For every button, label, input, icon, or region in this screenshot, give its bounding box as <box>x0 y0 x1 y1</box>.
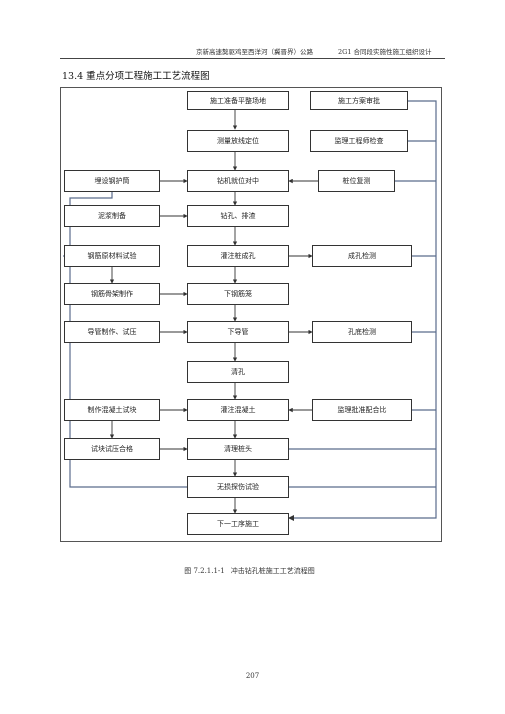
node-tremie-make: 导管制作、试压 <box>64 321 160 343</box>
node-tremie-lower: 下导管 <box>187 321 289 343</box>
header-rule <box>60 58 445 59</box>
node-plan-approval: 施工方案审批 <box>310 91 408 110</box>
flowchart-frame <box>60 87 442 542</box>
header-project-name: 京新高速獒驱鸡至西洋河（冀晋界）公路 <box>196 48 313 56</box>
figure-number: 图 7.2.1.1-1 <box>184 567 225 575</box>
node-hole-done: 灌注桩成孔 <box>187 245 289 267</box>
node-prep: 施工准备平整场地 <box>187 91 289 110</box>
node-hole-inspect: 成孔检测 <box>312 245 412 267</box>
node-specimen-make: 制作混凝土试块 <box>64 399 160 421</box>
figure-caption: 图 7.2.1.1-1 冲击钻孔桩施工工艺流程图 <box>0 566 505 576</box>
node-clean: 清孔 <box>187 361 289 383</box>
page-number: 207 <box>245 672 260 680</box>
node-pile-recheck: 桩位复测 <box>318 170 395 192</box>
node-supervisor-check: 监理工程师检查 <box>310 130 408 152</box>
node-cage-lower: 下钢筋笼 <box>187 283 289 305</box>
node-mud: 泥浆制备 <box>64 205 160 227</box>
node-bottom-inspect: 孔底检测 <box>312 321 412 343</box>
node-ndt: 无损探伤试验 <box>187 476 289 498</box>
node-specimen-ok: 试块试压合格 <box>64 438 160 460</box>
page-header: 京新高速獒驱鸡至西洋河（冀晋界）公路 2G1 合同段实施性施工组织设计 <box>0 44 505 58</box>
header-document-name: 2G1 合同段实施性施工组织设计 <box>338 48 432 56</box>
node-drill: 钻孔、排渣 <box>187 205 289 227</box>
node-next: 下一工序施工 <box>187 513 289 535</box>
node-rebar-test: 钢筋原材料试验 <box>64 245 160 267</box>
section-title: 13.4 重点分项工程施工工艺流程图 <box>62 71 210 82</box>
node-casing: 埋设钢护筒 <box>64 170 160 192</box>
node-pile-head: 清理桩头 <box>187 438 289 460</box>
node-mix-approval: 监理批准配合比 <box>312 399 412 421</box>
figure-caption-text: 冲击钻孔桩施工工艺流程图 <box>230 567 315 575</box>
node-cage-make: 钢筋骨架制作 <box>64 283 160 305</box>
node-pour: 灌注混凝土 <box>187 399 289 421</box>
node-survey: 测量放线定位 <box>187 130 289 152</box>
node-rig-center: 钻机就位对中 <box>187 170 289 192</box>
